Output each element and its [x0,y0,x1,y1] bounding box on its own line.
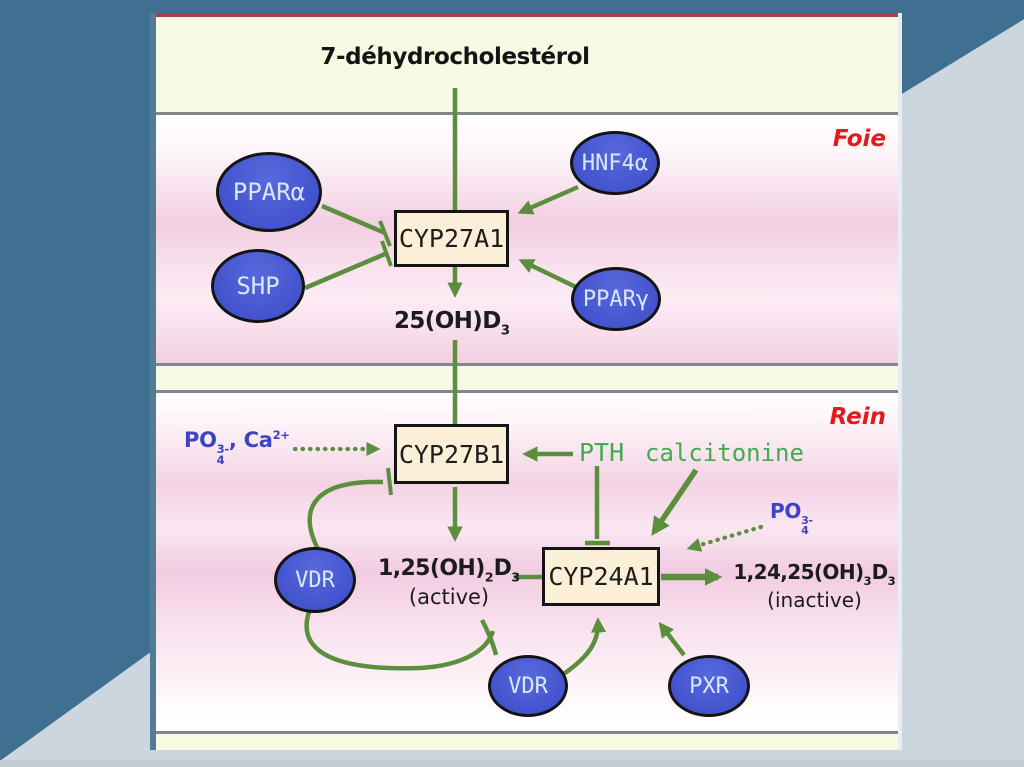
inhibit-vdr-cyp27b1 [307,479,384,551]
regulator-calcitonine: calcitonine [645,439,804,467]
inhibit-ppara-cyp27a1 [321,203,386,236]
chem-sub: 4 [801,524,809,538]
chem-sub: 4 [216,453,225,468]
section-label-kidney: Rein [829,404,886,430]
tbar-vdr [386,467,393,496]
diagram-title: 7-déhydrocholestérol [320,44,590,70]
node-label: VDR [295,567,335,593]
formula-sub: 3 [863,573,872,588]
chem-text: Ca [243,428,273,452]
node-pxr: PXR [668,655,750,717]
arrow-hnf4a-cyp27a1 [517,184,579,215]
metabolite-state: (active) [408,585,490,610]
formula-sub: 3 [500,323,510,339]
inhibit-shp-cyp27a1 [304,251,386,291]
divider-line [156,731,898,734]
left-blue-shape [0,0,156,761]
metabolite-25ohd3: 25(OH)D3 [372,308,532,339]
node-hnf4-alpha: HNF4α [570,131,660,195]
formula-text: D [871,560,889,584]
metabolite-125ohd3: 1,25(OH)2D3 (active) [378,556,520,609]
node-vdr-bottom: VDR [488,655,568,717]
arrow-pxr-cyp24a1 [658,621,686,657]
tbar-ppara [378,220,392,247]
title-band [156,17,898,112]
enzyme-cyp24a1: CYP24A1 [542,547,660,606]
top-blue-bar [0,0,1024,13]
formula-text: 25(OH)D [393,308,501,334]
node-shp: SHP [211,249,305,323]
chem-text: , [228,428,244,452]
arrow-vdr-cyp24a1 [560,617,607,677]
node-vdr-left: VDR [274,547,356,613]
formula-text: D [493,556,512,581]
metabolite-12425ohd3: 1,24,25(OH)3D3 (inactive) [722,560,907,612]
section-label-liver: Foie [832,126,886,152]
arrow-calcitonine-cyp24a1 [651,468,699,536]
node-ppar-alpha: PPARα [216,152,322,232]
formula-text: 1,24,25(OH) [733,560,864,584]
divider-line [156,112,898,115]
chem-sup: 2+ [272,428,290,442]
enzyme-label: CYP27B1 [398,439,505,469]
chem-text: PO [184,428,217,452]
divider-line [156,363,898,366]
panel-top-maroon-line [156,13,898,17]
chem-supsub: 3-4 [216,442,230,468]
formula-text: 1,25(OH) [378,556,485,581]
section-divider-band [156,366,898,390]
node-label: PXR [689,673,729,699]
enzyme-cyp27a1: CYP27A1 [394,210,509,267]
node-label: SHP [236,272,280,300]
metabolite-state: (inactive) [767,587,862,612]
chem-sup: 3- [801,514,813,528]
node-label: PPARα [232,178,306,206]
bottom-band [156,734,898,750]
panel-right-border [898,13,902,750]
panel-left-border [150,13,156,750]
divider-line [156,390,898,393]
enzyme-cyp27b1: CYP27B1 [394,424,509,484]
node-label: VDR [508,673,548,699]
dotted-arrow-po4-cyp24a1 [686,524,764,552]
enzyme-label: CYP27A1 [398,224,505,253]
formula-sub: 2 [484,570,494,586]
formula-sub: 3 [511,570,521,586]
regulator-pth: PTH [579,438,625,467]
curve-vdr-active [304,611,496,671]
arrow-pparg-cyp27a1 [518,258,579,291]
chem-supsub: 3-4 [801,514,813,538]
node-ppar-gamma: PPARγ [571,267,661,331]
enzyme-label: CYP24A1 [548,562,654,591]
tbar-shp [380,240,393,267]
bottom-edge-strip [0,760,1024,767]
curve-active-vdr-bottom [480,618,499,656]
formula-sub: 3 [887,573,896,588]
node-label: HNF4α [581,150,649,176]
formula-line: 1,24,25(OH)3D3 [722,560,907,588]
chem-text: PO [770,499,802,523]
chem-sup: 3- [216,442,230,457]
formula-line: 1,25(OH)2D3 [378,556,520,585]
node-label: PPARγ [582,286,650,312]
